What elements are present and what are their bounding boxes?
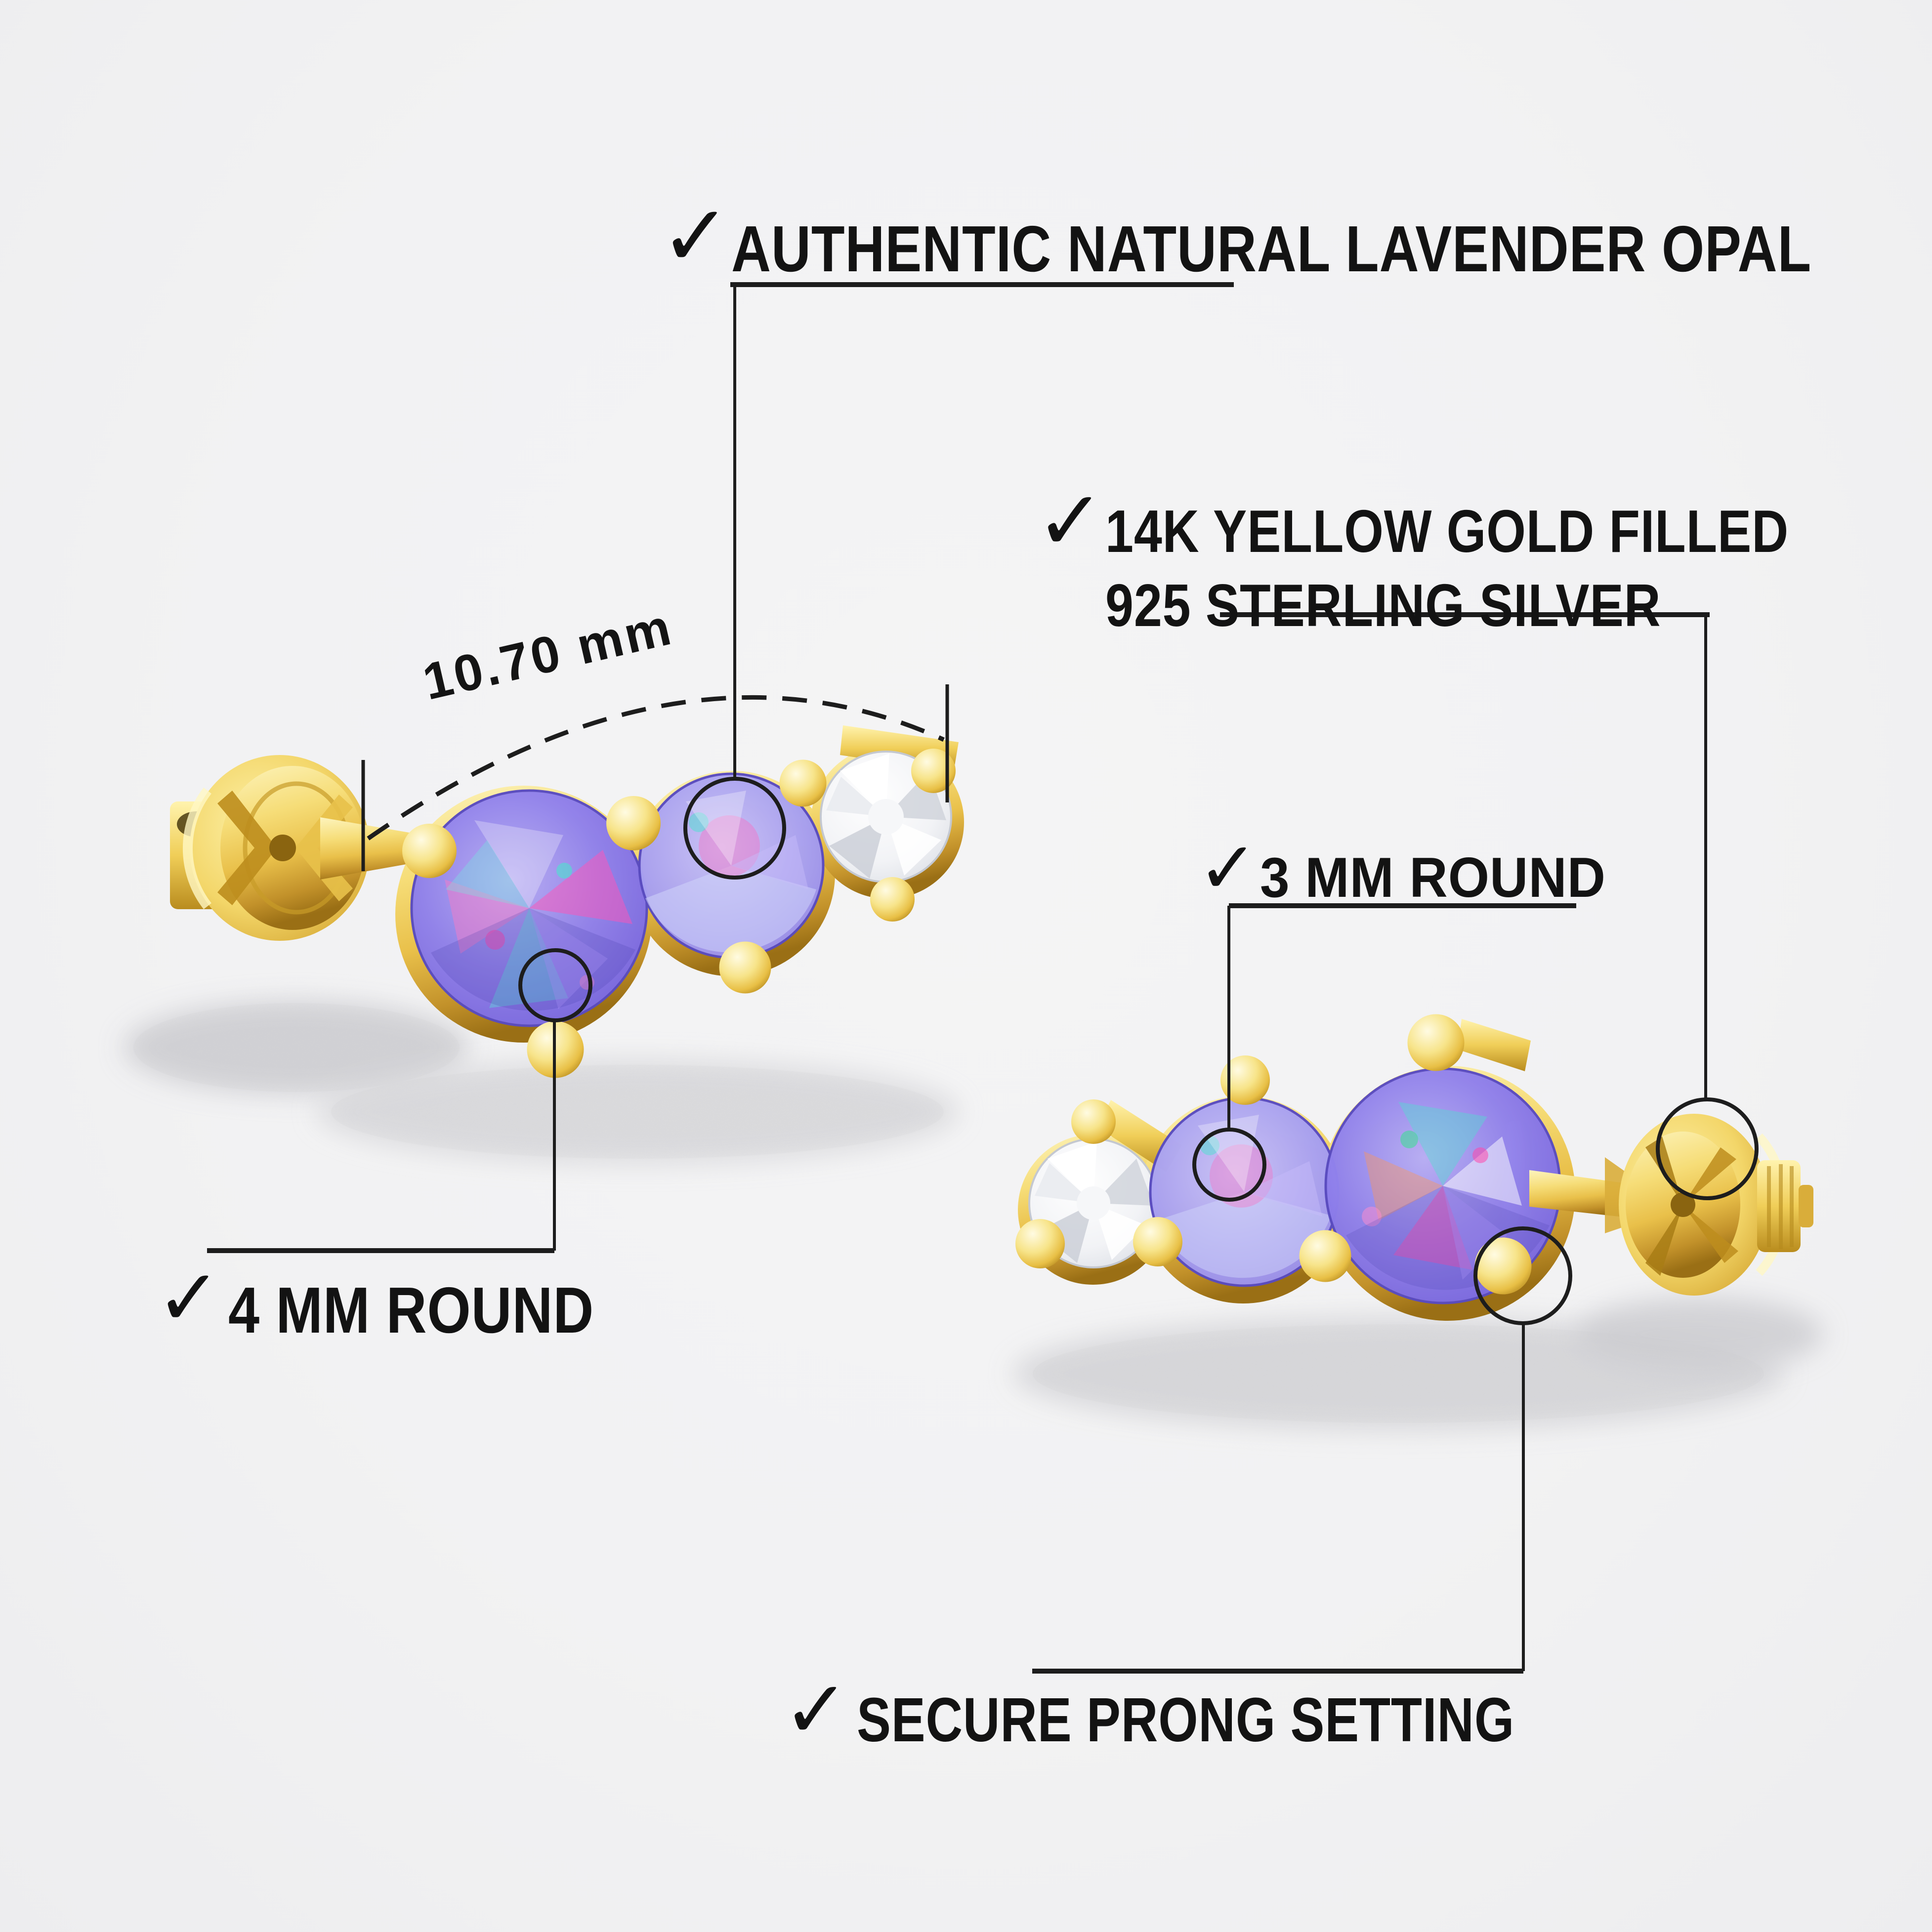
check-icon: ✓	[156, 1255, 222, 1342]
size3-callout-line	[1192, 903, 1576, 1202]
prong-callout-line	[1032, 1226, 1572, 1674]
right-screw-back	[1619, 1114, 1789, 1296]
right-earring-shadow	[1013, 1297, 1823, 1430]
size4-callout-line	[207, 948, 592, 1253]
size-3mm-label-text: 3 MM ROUND	[1260, 846, 1606, 909]
material-callout-circle	[1656, 1097, 1759, 1200]
right-earring	[1015, 1014, 1813, 1321]
size-4mm-label: ✓ 4 MM ROUND	[156, 1259, 654, 1346]
material-label: ✓ 14K YELLOW GOLD FILLED 925 STERLING SI…	[1036, 479, 1919, 642]
check-icon: ✓	[783, 1665, 850, 1755]
material-label-line2: 925 STERLING SILVER	[1105, 572, 1661, 639]
size-3mm-label: ✓ 3 MM ROUND	[1198, 832, 1628, 909]
authentic-opal-callout-circle	[683, 777, 786, 880]
left-medium-opal	[638, 772, 825, 959]
check-icon: ✓	[1198, 828, 1259, 908]
right-screw-end	[1757, 1160, 1813, 1252]
check-icon: ✓	[1036, 474, 1105, 567]
secure-prong-label-text: SECURE PRONG SETTING	[856, 1685, 1514, 1755]
left-earring-shadow	[124, 1001, 959, 1164]
material-label-line1: 14K YELLOW GOLD FILLED	[1105, 498, 1789, 565]
material-callout-line	[1220, 612, 1759, 1200]
authentic-opal-label: ✓ AUTHENTIC NATURAL LAVENDER OPAL	[660, 194, 1932, 285]
size-4mm-label-text: 4 MM ROUND	[228, 1274, 594, 1346]
authentic-opal-callout-line	[683, 282, 1234, 880]
check-icon: ✓	[660, 189, 732, 284]
callout-lines	[207, 282, 1759, 1674]
secure-prong-label: ✓ SECURE PRONG SETTING	[783, 1670, 1659, 1755]
left-screw-back	[183, 755, 370, 941]
left-large-opal	[410, 789, 648, 1027]
authentic-opal-label-text: AUTHENTIC NATURAL LAVENDER OPAL	[731, 212, 1812, 285]
measurement-arc	[361, 684, 949, 871]
size3-callout-circle	[1192, 1128, 1266, 1202]
